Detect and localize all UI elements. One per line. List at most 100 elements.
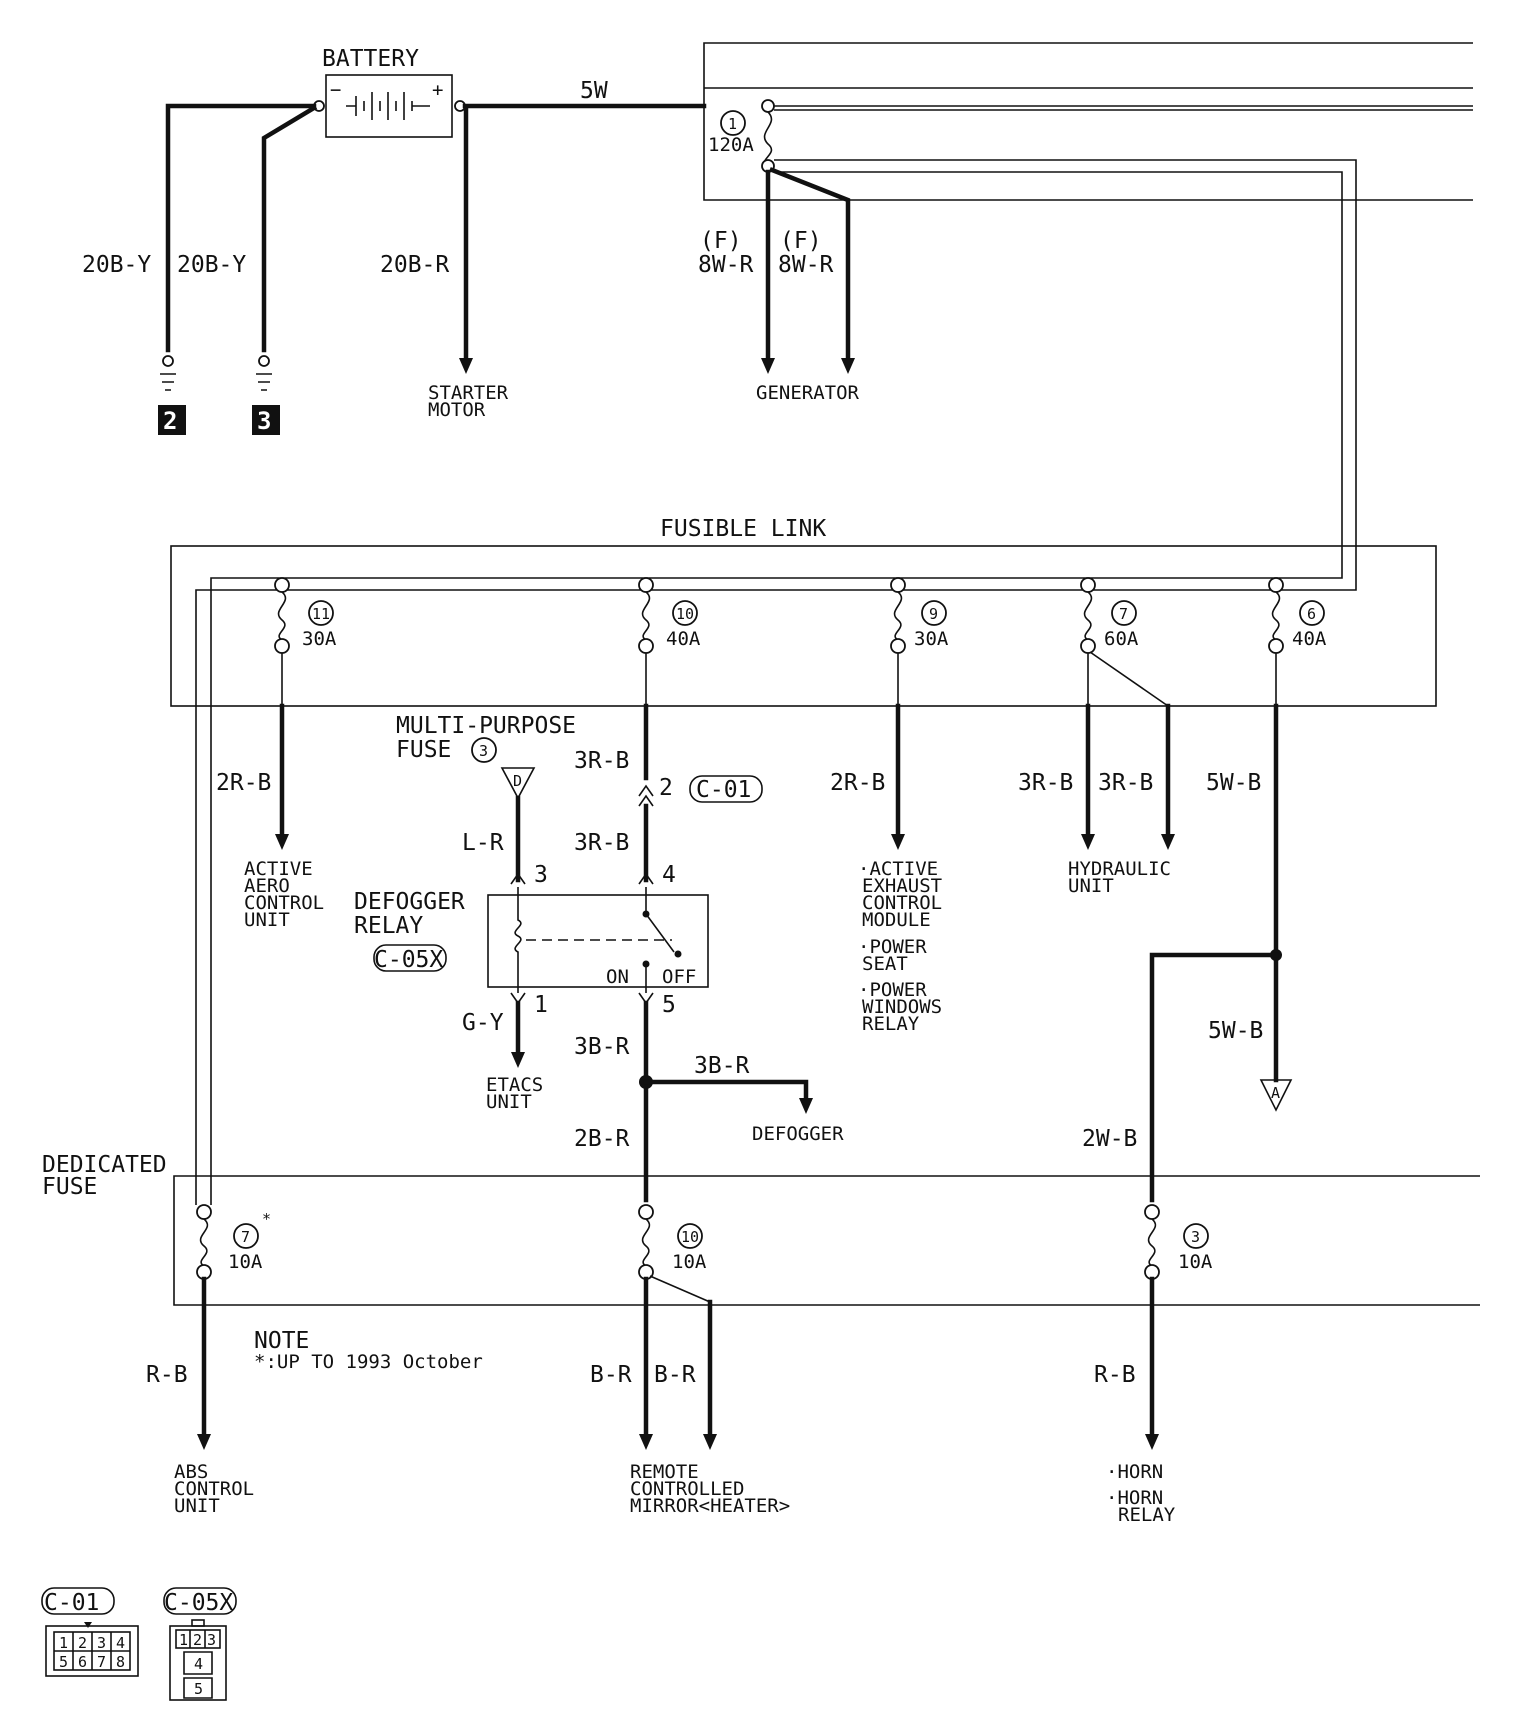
svg-text:1: 1 — [59, 1634, 68, 1652]
mirror-label-2: CONTROLLED — [630, 1478, 744, 1500]
horn-label-3: RELAY — [1118, 1504, 1176, 1526]
connector-view-c05x-label: C-05X — [164, 1590, 233, 1616]
exh-label-1: ·ACTIVE — [858, 858, 938, 880]
mpf-tag-triangle — [500, 767, 536, 800]
fuse-7-amp: 60A — [1104, 628, 1139, 650]
aero-label-4: UNIT — [244, 909, 290, 931]
win-label-2: WINDOWS — [862, 996, 942, 1018]
relay-connector-tag: C-05X — [374, 947, 443, 973]
relay-coil — [514, 887, 522, 993]
svg-text:6: 6 — [78, 1653, 87, 1671]
wire-label-rb-abs: R-B — [146, 1362, 188, 1388]
wire-label-2rb-9: 2R-B — [830, 770, 885, 796]
fusible-link-title: FUSIBLE LINK — [660, 516, 826, 542]
defogger-label: DEFOGGER — [752, 1123, 844, 1145]
fuse-main-amp: 120A — [708, 134, 754, 156]
wire-label-5wb-a: 5W-B — [1206, 770, 1261, 796]
hyd-label-1: HYDRAULIC — [1068, 858, 1171, 880]
dedicated-fuse-7: 7 * 10A — [196, 1204, 271, 1280]
relay-pin-5: 5 — [662, 992, 676, 1018]
wire-label-5w: 5W — [580, 78, 608, 104]
wire-label-2wb: 2W-B — [1082, 1126, 1137, 1152]
wire-label-8wr-2: 8W-R — [778, 252, 834, 278]
wire-label-20by-right: 20B-Y — [177, 252, 246, 278]
svg-text:5: 5 — [59, 1653, 68, 1671]
wire-3br-defogger — [643, 1079, 809, 1103]
dedicated-fuse-label-2: FUSE — [42, 1174, 97, 1200]
etacs-label-1: ETACS — [486, 1074, 543, 1096]
fuse-120a-in — [761, 99, 775, 113]
relay-pin-4: 4 — [662, 862, 676, 888]
fuse-11: 11 30A — [274, 577, 337, 654]
wire-2wb — [1149, 952, 1279, 1203]
fuse-6-amp: 40A — [1292, 628, 1327, 650]
wire-label-br-1: B-R — [590, 1362, 632, 1388]
aero-label-3: CONTROL — [244, 892, 324, 914]
mpf-num: 3 — [479, 742, 488, 760]
fuse-11-amp: 30A — [302, 628, 337, 650]
wire-20by-left — [165, 103, 317, 353]
ground-3-label: 3 — [257, 407, 271, 435]
connector-view-c01: C-01 1 2 3 4 5 6 7 8 — [41, 1587, 139, 1677]
connector-view-c01-label: C-01 — [44, 1590, 99, 1616]
abs-label-1: ABS — [174, 1461, 208, 1483]
svg-text:7: 7 — [97, 1653, 106, 1671]
fusible-link-box — [170, 545, 1437, 707]
svg-text:1: 1 — [179, 1631, 188, 1649]
connector-c01-tag: C-01 — [696, 777, 751, 803]
generator-label: GENERATOR — [756, 382, 860, 404]
wire-20by-right — [261, 104, 318, 353]
fuse-7: 7 60A — [1080, 577, 1139, 654]
battery: BATTERY − + — [313, 46, 466, 138]
battery-cells-symbol — [346, 92, 430, 120]
dedicated-fuse-3-amp: 10A — [1178, 1251, 1213, 1273]
relay-label-1: DEFOGGER — [354, 889, 465, 915]
win-label-3: RELAY — [862, 1013, 920, 1035]
svg-text:4: 4 — [116, 1634, 125, 1652]
fuse-7-num: 7 — [1119, 605, 1128, 623]
wire-label-2br: 2B-R — [574, 1126, 630, 1152]
mpf-tag: D — [513, 772, 522, 790]
fuse-main-num: 1 — [728, 115, 737, 133]
wire-label-3rb-7b: 3R-B — [1098, 770, 1153, 796]
wire-label-f1: (F) — [700, 228, 742, 254]
dedicated-fuse-label-1: DEDICATED — [42, 1152, 167, 1178]
relay-off-label: OFF — [662, 966, 696, 988]
wire-label-3rb-7a: 3R-B — [1018, 770, 1073, 796]
mirror-label-1: REMOTE — [630, 1461, 699, 1483]
exh-label-4: MODULE — [862, 909, 931, 931]
ground-2: 2 — [158, 355, 186, 435]
svg-text:2: 2 — [78, 1634, 87, 1652]
dedicated-fuse-3: 3 10A — [1144, 1204, 1213, 1280]
ground-3: 3 — [252, 355, 280, 435]
wire-label-3rb-mid: 3R-B — [574, 830, 629, 856]
fuse-10-amp: 40A — [666, 628, 701, 650]
wire-label-20by-left: 20B-Y — [82, 252, 151, 278]
mpf-label-1: MULTI-PURPOSE — [396, 713, 576, 739]
battery-label: BATTERY — [322, 46, 419, 72]
exh-label-3: CONTROL — [862, 892, 942, 914]
aero-label-1: ACTIVE — [244, 858, 313, 880]
wire-label-3br-b: 3B-R — [694, 1053, 750, 1079]
etacs-label-2: UNIT — [486, 1091, 532, 1113]
wire-label-lr: L-R — [462, 830, 504, 856]
svg-text:4: 4 — [194, 1655, 203, 1673]
wire-label-gy: G-Y — [462, 1010, 504, 1036]
battery-plus: + — [432, 79, 443, 101]
relay-on-label: ON — [606, 966, 629, 988]
junction-a-tag: A — [1271, 1084, 1280, 1102]
starter-label-2: MOTOR — [428, 399, 486, 421]
wire-label-20br: 20B-R — [380, 252, 449, 278]
dedicated-fuse-7-amp: 10A — [228, 1251, 263, 1273]
defogger-relay-box — [487, 894, 709, 988]
seat-label-2: SEAT — [862, 953, 908, 975]
seat-label-1: ·POWER — [858, 936, 927, 958]
battery-box — [325, 74, 453, 138]
relay-pin-1: 1 — [534, 992, 548, 1018]
mpf-label-2: FUSE — [396, 737, 451, 763]
bus-inner-line — [210, 171, 1343, 1205]
fuse-10: 10 40A — [638, 577, 701, 654]
exh-label-2: EXHAUST — [862, 875, 942, 897]
connector-c01-symbol — [638, 784, 654, 807]
